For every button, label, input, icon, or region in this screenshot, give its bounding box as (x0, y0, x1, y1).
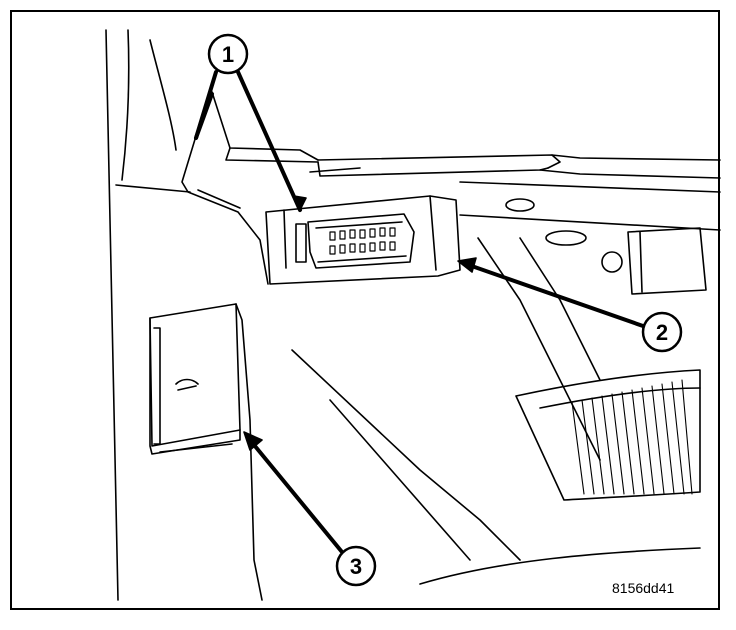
callout-2-label: 2 (656, 320, 668, 345)
hood-release-handle (149, 303, 241, 455)
callout-1-label: 1 (222, 42, 234, 67)
figure-id: 8156dd41 (612, 580, 675, 596)
dash-lower-panel (181, 89, 721, 295)
obd-connector (307, 213, 415, 269)
callout-2: 2 (457, 257, 683, 353)
callout-1: 1 (194, 33, 307, 212)
kick-panel-lines (105, 29, 191, 601)
brake-pedal (515, 369, 701, 501)
floor-lines (235, 237, 701, 601)
callout-3: 3 (243, 431, 377, 587)
connector-bracket (265, 195, 461, 285)
callout-3-label: 3 (350, 554, 362, 579)
